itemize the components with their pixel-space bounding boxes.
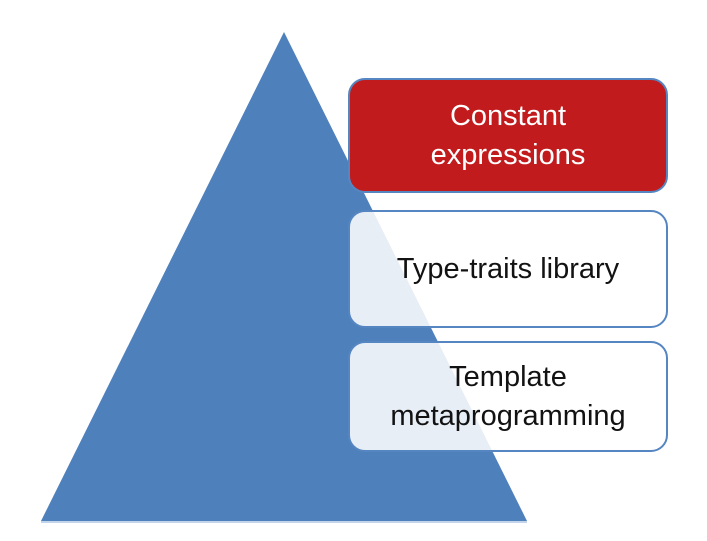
pyramid-item-label-line: Template: [449, 360, 567, 393]
pyramid-item-template-metaprogramming: Template metaprogramming: [348, 341, 668, 452]
pyramid-item-label-line: expressions: [430, 138, 586, 171]
pyramid-item-constant-expressions: Constant expressions: [348, 78, 668, 193]
pyramid-item-label-line: metaprogramming: [390, 399, 626, 432]
pyramid-item-label-line: Constant: [449, 99, 567, 132]
pyramid-item-label-line: Type-traits library: [396, 252, 620, 285]
pyramid-item-type-traits-library: Type-traits library: [348, 210, 668, 328]
